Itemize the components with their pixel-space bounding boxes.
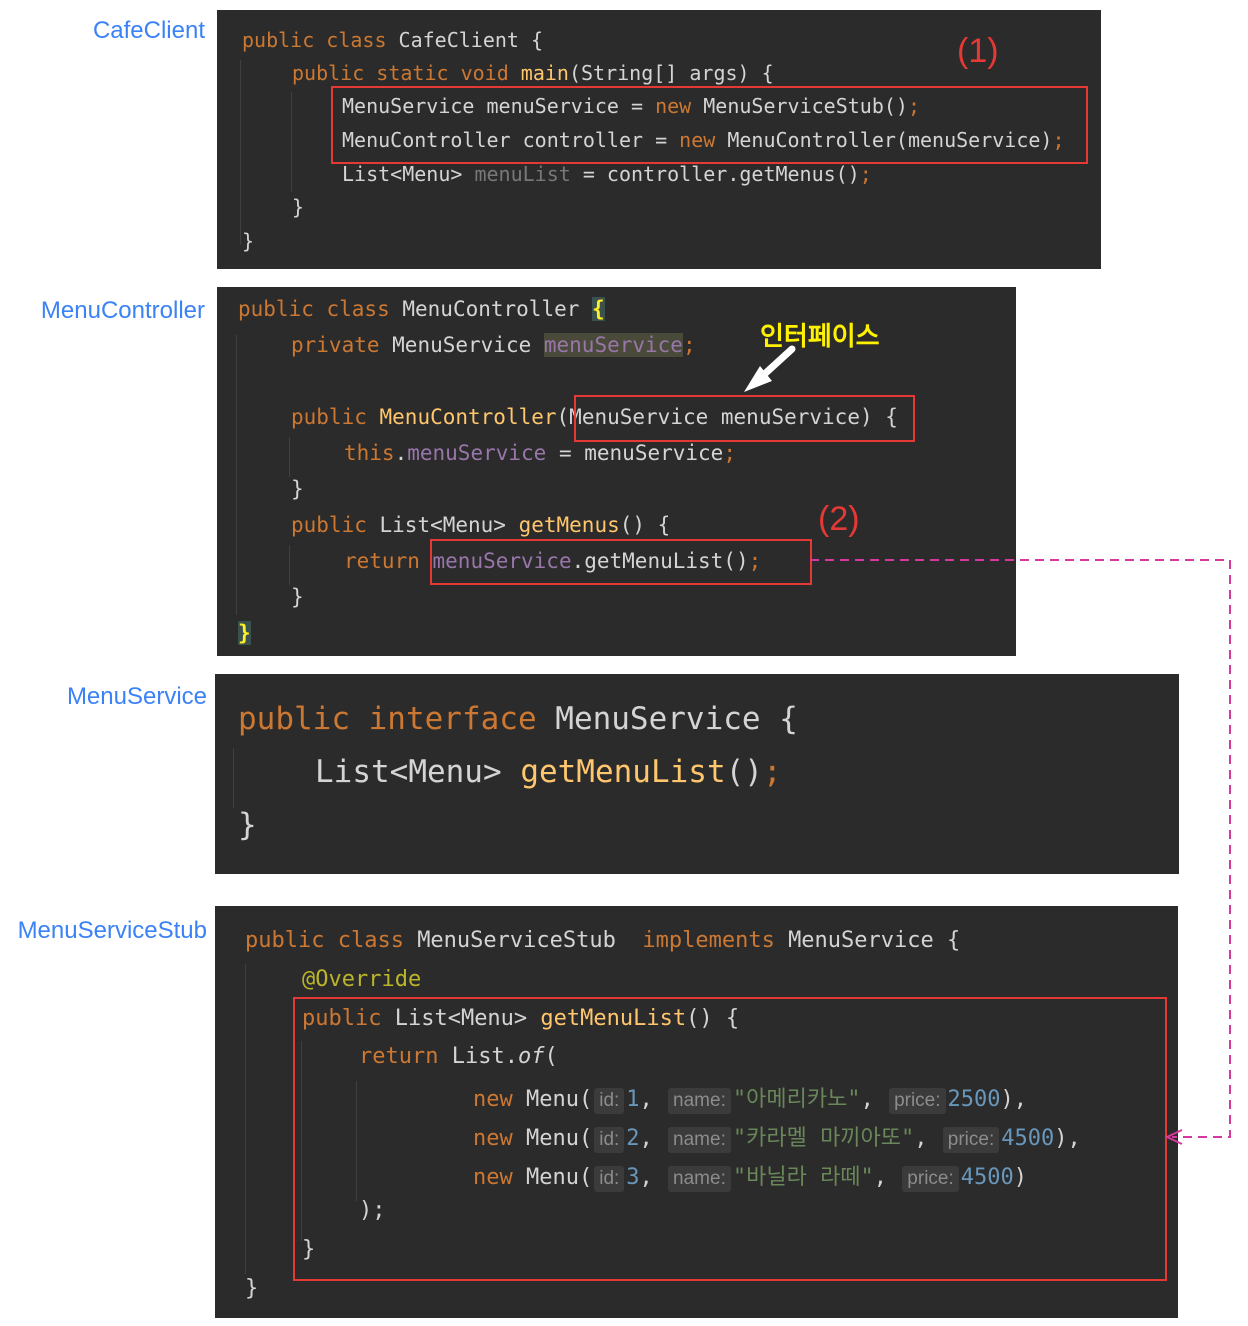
label-menu-service-stub: MenuServiceStub (17, 917, 207, 944)
label-menu-controller: MenuController (40, 297, 205, 324)
code-line: public class CafeClient { (242, 28, 544, 52)
code-line: MenuService menuService = new MenuServic… (342, 94, 920, 118)
code-line: private MenuService menuService; (291, 333, 696, 357)
code-line: List<Menu> menuList = controller.getMenu… (342, 162, 872, 186)
menu-entry-row: new Menu(id:1, name:"아메리카노", price:2500)… (473, 1087, 1028, 1114)
menu-service-code-panel: public interface MenuService { List<Menu… (215, 674, 1179, 874)
code-line: public class MenuController { (238, 297, 605, 321)
code-line: } (245, 1276, 259, 1301)
code-line: public static void main(String[] args) { (292, 61, 774, 85)
code-line: } (238, 807, 257, 843)
param-hint-name: name: (668, 1088, 731, 1114)
code-line: @Override (302, 967, 422, 992)
label-menu-service: MenuService (66, 683, 207, 710)
param-hint-id: id: (594, 1088, 625, 1114)
label-cafe-client: CafeClient (92, 17, 205, 44)
code-line: MenuController controller = new MenuCont… (342, 128, 1065, 152)
param-hint-price: price: (902, 1166, 959, 1192)
code-line: public List<Menu> getMenuList() { (302, 1006, 740, 1031)
cafe-client-code-panel: public class CafeClient { public static … (217, 10, 1101, 269)
code-line: ); (359, 1198, 386, 1223)
param-hint-id: id: (594, 1127, 625, 1153)
code-line: public class MenuServiceStub implements … (245, 928, 961, 953)
code-line: } (291, 477, 304, 501)
code-line: public MenuController(MenuService menuSe… (291, 405, 898, 429)
menu-entry-row: new Menu(id:2, name:"카라멜 마끼아또", price:45… (473, 1126, 1081, 1153)
code-line: } (302, 1237, 316, 1262)
code-line: } (291, 585, 304, 609)
param-hint-id: id: (594, 1166, 625, 1192)
code-line: this.menuService = menuService; (344, 441, 736, 465)
param-hint-name: name: (668, 1166, 731, 1192)
code-line: return List.of( (359, 1044, 558, 1069)
menu-controller-code-panel: public class MenuController { private Me… (217, 287, 1016, 656)
code-line: List<Menu> getMenuList(); (315, 754, 782, 790)
matched-brace: { (592, 297, 605, 321)
interface-callout: 인터페이스 (760, 322, 880, 352)
param-hint-name: name: (668, 1127, 731, 1153)
marker-2: (2) (818, 500, 860, 538)
code-line: } (292, 195, 305, 219)
code-line: return menuService.getMenuList(); (344, 549, 762, 573)
code-line: public List<Menu> getMenus() { (291, 513, 671, 537)
param-hint-price: price: (889, 1088, 946, 1114)
code-line: public interface MenuService { (238, 701, 798, 737)
code-line: } (238, 621, 251, 645)
marker-1: (1) (957, 32, 999, 70)
menu-entry-row: new Menu(id:3, name:"바닐라 라떼", price:4500… (473, 1165, 1027, 1192)
param-hint-price: price: (942, 1127, 1000, 1153)
menu-service-stub-code-panel: public class MenuServiceStub implements … (215, 906, 1178, 1318)
code-line: } (242, 229, 255, 253)
